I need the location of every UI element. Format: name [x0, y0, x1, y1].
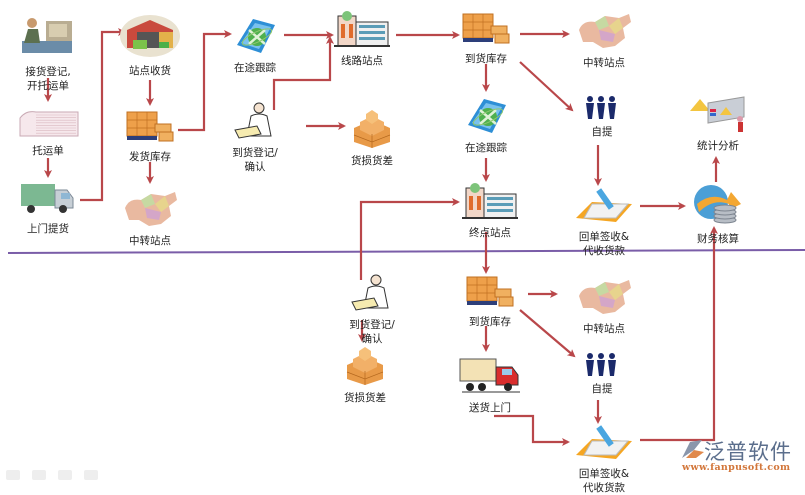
- node-label: 回单签收& 代收货款: [578, 231, 630, 257]
- folder-pencil-icon: [572, 425, 636, 465]
- flow-arrow-arrival-inventory-1-to-self-pickup-1: [519, 61, 574, 112]
- next-icon[interactable]: [84, 470, 98, 480]
- watermark-brand: 泛普软件: [704, 440, 792, 464]
- waybill-form-icon: [16, 108, 80, 142]
- warehouse-icon: [119, 12, 181, 62]
- node-finance: 财务核算: [691, 182, 745, 246]
- node-in-transit-2: 在途跟踪: [462, 95, 510, 155]
- node-receive-register: 接货登记, 开托运单: [18, 15, 78, 93]
- fanpu-logo-icon: [682, 440, 704, 458]
- tracking-globe-icon: [462, 95, 510, 139]
- node-transfer-station-3: 中转站点: [575, 278, 633, 336]
- flow-arrow-arrival-register-2-to-terminal-station: [359, 198, 460, 280]
- node-label: 回单签收& 代收货款: [578, 468, 630, 494]
- node-terminal-station: 终点站点: [460, 180, 520, 240]
- node-station-receive: 站点收货: [119, 12, 181, 78]
- node-transfer-station-2: 中转站点: [575, 12, 633, 70]
- flow-arrow-home-delivery-to-receipt-collect-2: [494, 414, 570, 446]
- node-transfer-station-1: 中转站点: [121, 190, 179, 248]
- node-arrival-inventory-2: 到货库存: [465, 275, 515, 329]
- node-label: 站点收货: [129, 65, 171, 77]
- node-home-delivery: 送货上门: [458, 355, 522, 415]
- stacked-boxes-icon: [350, 108, 394, 152]
- clerk-writing-icon: [231, 100, 279, 144]
- node-label: 托运单: [32, 145, 64, 157]
- clerk-at-computer-icon: [18, 15, 78, 63]
- node-label: 中转站点: [583, 323, 625, 335]
- node-self-pickup-1: 自提: [585, 95, 619, 139]
- node-label: 货损货差: [344, 392, 386, 404]
- node-arrival-inventory-1: 到货库存: [461, 12, 511, 66]
- china-map-icon: [575, 278, 633, 320]
- node-label: 终点站点: [469, 227, 511, 239]
- node-label: 自提: [591, 383, 613, 395]
- node-arrival-register-2: 到货登记/ 确认: [348, 272, 396, 346]
- watermark-url: www.fanpusoft.com: [682, 462, 791, 473]
- red-truck-icon: [458, 355, 522, 399]
- section-divider: [7, 249, 805, 254]
- node-label: 到货登记/ 确认: [232, 147, 278, 173]
- watermark: 泛普软件 www.fanpusoft.com: [676, 436, 804, 480]
- building-icon: [332, 8, 392, 52]
- china-map-icon: [575, 12, 633, 54]
- tracking-globe-icon: [231, 15, 279, 59]
- flow-arrow-receipt-collect-2-to-finance: [640, 226, 718, 442]
- pallet-boxes-icon: [465, 275, 515, 313]
- node-ship-inventory: 发货库存: [125, 110, 175, 164]
- pallet-boxes-icon: [125, 110, 175, 148]
- node-label: 中转站点: [129, 235, 171, 247]
- menu-icon[interactable]: [58, 470, 72, 480]
- node-in-transit-1: 在途跟踪: [231, 15, 279, 75]
- node-label: 送货上门: [469, 402, 511, 414]
- viewer-nav-controls: [6, 470, 98, 480]
- edit-icon[interactable]: [32, 470, 46, 480]
- node-label: 统计分析: [697, 140, 739, 152]
- building-icon: [460, 180, 520, 224]
- node-line-station: 线路站点: [332, 8, 392, 68]
- people-icon: [585, 352, 619, 380]
- node-label: 接货登记, 开托运单: [25, 66, 71, 92]
- finance-coins-icon: [691, 182, 745, 230]
- node-label: 中转站点: [583, 57, 625, 69]
- node-label: 线路站点: [341, 55, 383, 67]
- node-label: 在途跟踪: [465, 142, 507, 154]
- china-map-icon: [121, 190, 179, 232]
- flow-arrow-arrival-inventory-2-to-self-pickup-2: [519, 309, 576, 358]
- flow-arrow-ship-inventory-to-in-transit-1: [178, 30, 232, 132]
- prev-icon[interactable]: [6, 470, 20, 480]
- pallet-boxes-icon: [461, 12, 511, 50]
- node-door-pickup: 上门提货: [19, 180, 77, 236]
- truck-icon: [19, 180, 77, 220]
- people-icon: [585, 95, 619, 123]
- clerk-writing-icon: [348, 272, 396, 316]
- flow-arrow-arrival-register-1-to-line-station: [272, 36, 334, 110]
- node-arrival-register-1: 到货登记/ 确认: [231, 100, 279, 174]
- node-label: 货损货差: [351, 155, 393, 167]
- stacked-boxes-icon: [343, 345, 387, 389]
- analytics-chart-icon: [688, 95, 748, 137]
- node-statistics: 统计分析: [688, 95, 748, 153]
- node-label: 到货库存: [469, 316, 511, 328]
- node-damage-shortage-2: 货损货差: [343, 345, 387, 405]
- node-waybill: 托运单: [16, 108, 80, 158]
- node-label: 财务核算: [697, 233, 739, 245]
- node-label: 到货库存: [465, 53, 507, 65]
- node-label: 发货库存: [129, 151, 171, 163]
- folder-pencil-icon: [572, 188, 636, 228]
- node-label: 自提: [591, 126, 613, 138]
- flow-arrow-door-pickup-to-station-receive: [80, 28, 126, 202]
- node-label: 上门提货: [27, 223, 69, 235]
- node-receipt-collect-1: 回单签收& 代收货款: [572, 188, 636, 258]
- logistics-flow-diagram: [7, 28, 805, 446]
- node-self-pickup-2: 自提: [585, 352, 619, 396]
- node-damage-shortage-1: 货损货差: [350, 108, 394, 168]
- node-label: 在途跟踪: [234, 62, 276, 74]
- node-receipt-collect-2: 回单签收& 代收货款: [572, 425, 636, 495]
- node-label: 到货登记/ 确认: [349, 319, 395, 345]
